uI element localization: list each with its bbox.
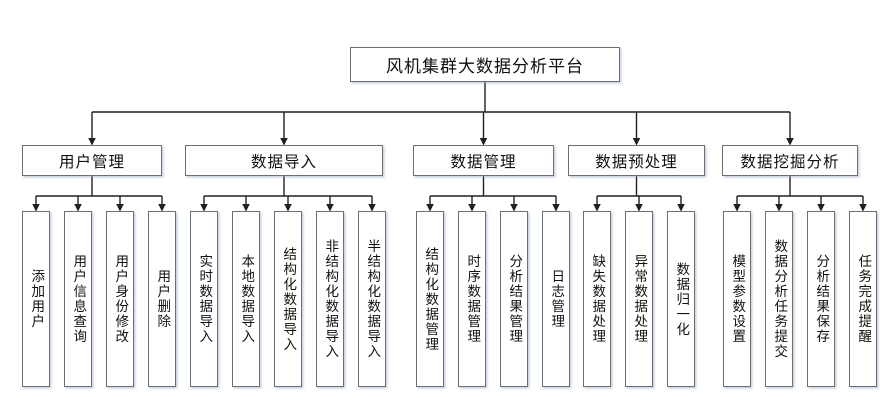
node-label: 数据分析任务提交 <box>772 239 788 359</box>
node-label: 模型参数设置 <box>730 254 746 344</box>
node-label: 风机集群大数据分析平台 <box>386 57 584 76</box>
leaf-node-1-2[interactable]: 用户信息查询 <box>64 211 92 387</box>
leaf-node-2-2[interactable]: 本地数据导入 <box>232 211 260 387</box>
root-node[interactable]: 风机集群大数据分析平台 <box>350 47 620 82</box>
node-label: 用户删除 <box>155 269 171 329</box>
node-label: 分析结果保存 <box>814 254 830 344</box>
branch-node-1[interactable]: 用户管理 <box>22 145 162 176</box>
node-label: 任务完成提醒 <box>856 254 872 344</box>
leaf-node-3-4[interactable]: 日志管理 <box>542 211 570 387</box>
leaf-node-1-3[interactable]: 用户身份修改 <box>106 211 134 387</box>
leaf-node-5-2[interactable]: 数据分析任务提交 <box>765 211 793 387</box>
node-label: 用户管理 <box>58 153 125 171</box>
node-label: 数据预处理 <box>595 153 678 171</box>
node-label: 缺失数据处理 <box>590 254 606 344</box>
node-label: 分析结果管理 <box>507 254 523 344</box>
node-label: 半结构化数据导入 <box>365 239 381 359</box>
node-label: 异常数据处理 <box>632 254 648 344</box>
leaf-node-3-3[interactable]: 分析结果管理 <box>500 211 528 387</box>
leaf-node-4-3[interactable]: 数据归一化 <box>667 211 695 387</box>
node-label: 数据管理 <box>450 153 517 171</box>
node-label: 非结构化数据导入 <box>323 239 339 359</box>
node-label: 用户信息查询 <box>71 254 87 344</box>
branch-node-4[interactable]: 数据预处理 <box>568 145 705 176</box>
branch-node-3[interactable]: 数据管理 <box>413 145 554 176</box>
leaf-node-3-1[interactable]: 结构化数据管理 <box>416 211 444 387</box>
node-label: 用户身份修改 <box>113 254 129 344</box>
leaf-node-2-1[interactable]: 实时数据导入 <box>190 211 218 387</box>
leaf-node-5-4[interactable]: 任务完成提醒 <box>849 211 877 387</box>
leaf-node-4-2[interactable]: 异常数据处理 <box>625 211 653 387</box>
leaf-node-3-2[interactable]: 时序数据管理 <box>458 211 486 387</box>
leaf-node-2-5[interactable]: 半结构化数据导入 <box>358 211 386 387</box>
branch-node-5[interactable]: 数据挖掘分析 <box>722 145 858 176</box>
node-label: 结构化数据管理 <box>423 246 439 352</box>
leaf-node-2-3[interactable]: 结构化数据导入 <box>274 211 302 387</box>
node-label: 数据归一化 <box>674 261 690 337</box>
leaf-node-1-1[interactable]: 添加用户 <box>22 211 50 387</box>
node-label: 实时数据导入 <box>197 254 213 344</box>
leaf-node-2-4[interactable]: 非结构化数据导入 <box>316 211 344 387</box>
node-label: 本地数据导入 <box>239 254 255 344</box>
node-label: 日志管理 <box>549 269 565 329</box>
leaf-node-1-4[interactable]: 用户删除 <box>148 211 176 387</box>
node-label: 数据挖掘分析 <box>740 153 840 171</box>
node-label: 时序数据管理 <box>465 254 481 344</box>
leaf-node-4-1[interactable]: 缺失数据处理 <box>583 211 611 387</box>
node-label: 结构化数据导入 <box>281 246 297 352</box>
branch-node-2[interactable]: 数据导入 <box>185 145 383 176</box>
node-label: 添加用户 <box>29 269 45 329</box>
leaf-node-5-1[interactable]: 模型参数设置 <box>723 211 751 387</box>
node-label: 数据导入 <box>250 153 317 171</box>
leaf-node-5-3[interactable]: 分析结果保存 <box>807 211 835 387</box>
